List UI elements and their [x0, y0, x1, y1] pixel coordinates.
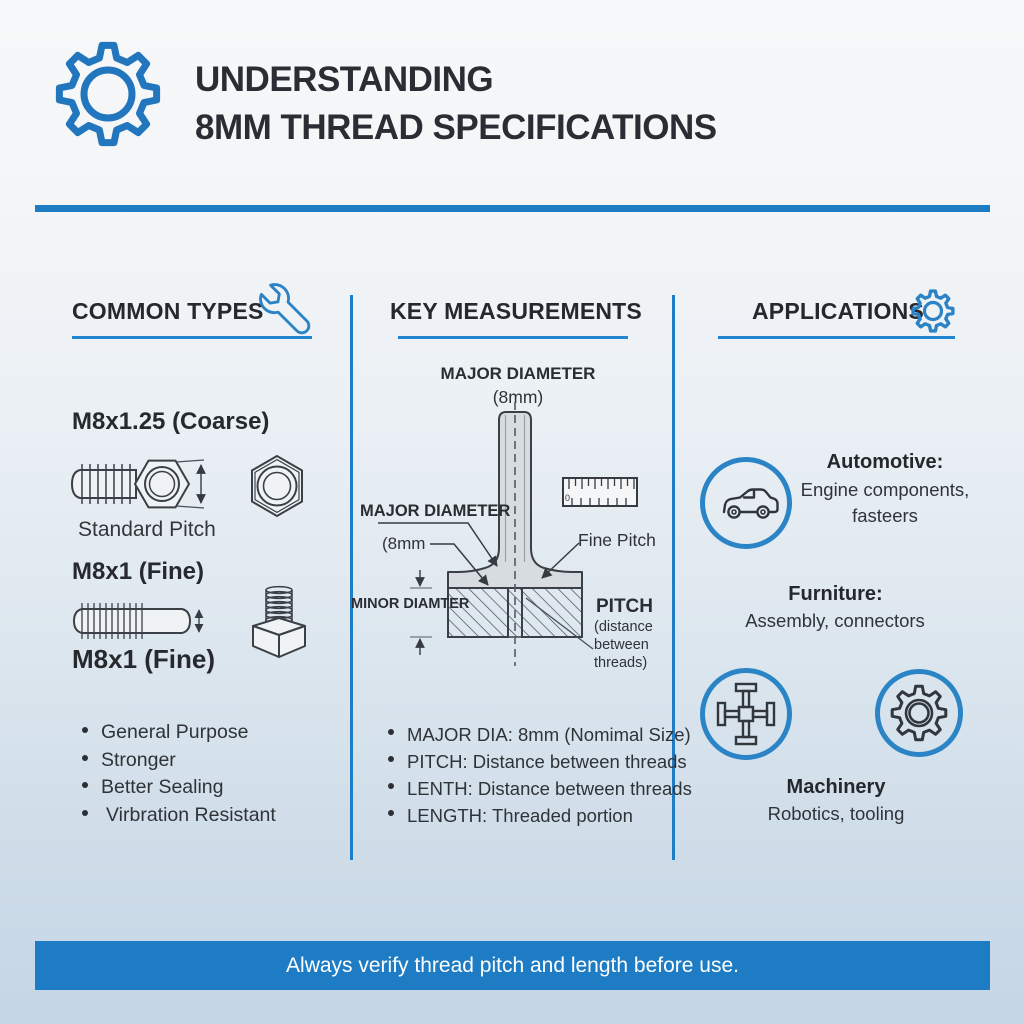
type-coarse-label: M8x1.25 (Coarse)	[72, 408, 270, 435]
diagram-minor-label: MINOR DIAMTER	[351, 596, 470, 612]
bullet-dot	[388, 756, 394, 762]
fine-stud-illustration	[72, 603, 204, 639]
key-measurements-bullet-list: MAJOR DIA: 8mm (Nomimal Size) PITCH: Dis…	[388, 721, 692, 829]
key-measurements-underline	[398, 336, 628, 339]
type-fine-label: M8x1 (Fine)	[72, 558, 205, 585]
hex-nut-illustration	[251, 454, 303, 518]
bullet-dot	[388, 729, 394, 735]
gear-icon	[55, 41, 161, 147]
ruler-zero-label: 0	[565, 493, 570, 503]
wrench-icon	[259, 283, 311, 335]
connector-joint-icon	[700, 668, 792, 760]
header-divider	[35, 205, 990, 212]
diagram-top-sublabel: (8mm)	[492, 387, 544, 407]
footer-note-text: Always verify thread pitch and length be…	[286, 954, 739, 977]
bullet-dot	[82, 782, 88, 788]
list-item: LENTH: Distance between threads	[388, 775, 692, 802]
applications-underline	[718, 336, 955, 339]
machinery-desc: Robotics, tooling	[767, 803, 905, 824]
thread-cross-section-diagram: 0	[378, 402, 638, 666]
automotive-title: Automotive:	[826, 451, 944, 473]
diagram-left-label: MAJOR DIAMETER	[360, 502, 511, 520]
gear-icon-machinery	[875, 669, 963, 757]
list-item: Stronger	[82, 747, 276, 775]
automotive-desc-line2: fasteers	[852, 505, 918, 526]
gear-icon-small	[911, 289, 955, 333]
list-item: Better Sealing	[82, 774, 276, 802]
list-item: MAJOR DIA: 8mm (Nomimal Size)	[388, 721, 692, 748]
coarse-bolt-illustration	[70, 459, 206, 509]
column-divider-left	[350, 295, 353, 860]
furniture-desc: Assembly, connectors	[745, 610, 925, 631]
column-divider-right	[672, 295, 675, 860]
ruler-icon: 0	[562, 477, 638, 507]
list-item: LENGTH: Threaded portion	[388, 802, 692, 829]
footer-note-banner: Always verify thread pitch and length be…	[35, 941, 990, 990]
diagram-pitch-label: PITCH	[596, 596, 653, 617]
square-bolt-illustration	[252, 585, 306, 658]
page-title-line1: UNDERSTANDING	[195, 60, 494, 99]
type-fine-label-2: M8x1 (Fine)	[72, 644, 216, 674]
bullet-dot	[82, 727, 88, 733]
page-title: UNDERSTANDING 8MM THREAD SPECIFICATIONS	[195, 56, 717, 152]
type-coarse-caption: Standard Pitch	[78, 518, 216, 541]
page-title-line2: 8MM THREAD SPECIFICATIONS	[195, 108, 717, 147]
car-icon	[700, 457, 792, 549]
list-item: General Purpose	[82, 719, 276, 747]
bullet-dot	[82, 809, 88, 816]
diagram-top-label: MAJOR DIAMETER	[440, 364, 596, 383]
diagram-pitch-sublabel: (distance between threads)	[594, 619, 653, 672]
automotive-desc-line1: Engine components,	[800, 479, 970, 500]
bullet-dot	[388, 783, 394, 789]
list-item: Virbration Resistant	[82, 802, 276, 830]
common-types-underline	[72, 336, 312, 339]
furniture-title: Furniture:	[788, 583, 883, 605]
key-measurements-heading: KEY MEASUREMENTS	[390, 298, 642, 324]
applications-heading: APPLICATIONS	[752, 298, 924, 324]
machinery-title: Machinery	[786, 776, 886, 798]
bullet-dot	[388, 810, 394, 816]
common-types-heading: COMMON TYPES	[72, 298, 264, 324]
diagram-left-sublabel: (8mm	[382, 534, 426, 553]
bullet-dot	[82, 754, 88, 761]
diagram-fine-pitch-label: Fine Pitch	[578, 530, 656, 550]
common-types-bullet-list: General Purpose Stronger Better Sealing …	[82, 719, 276, 829]
list-item: PITCH: Distance between threads	[388, 748, 692, 775]
